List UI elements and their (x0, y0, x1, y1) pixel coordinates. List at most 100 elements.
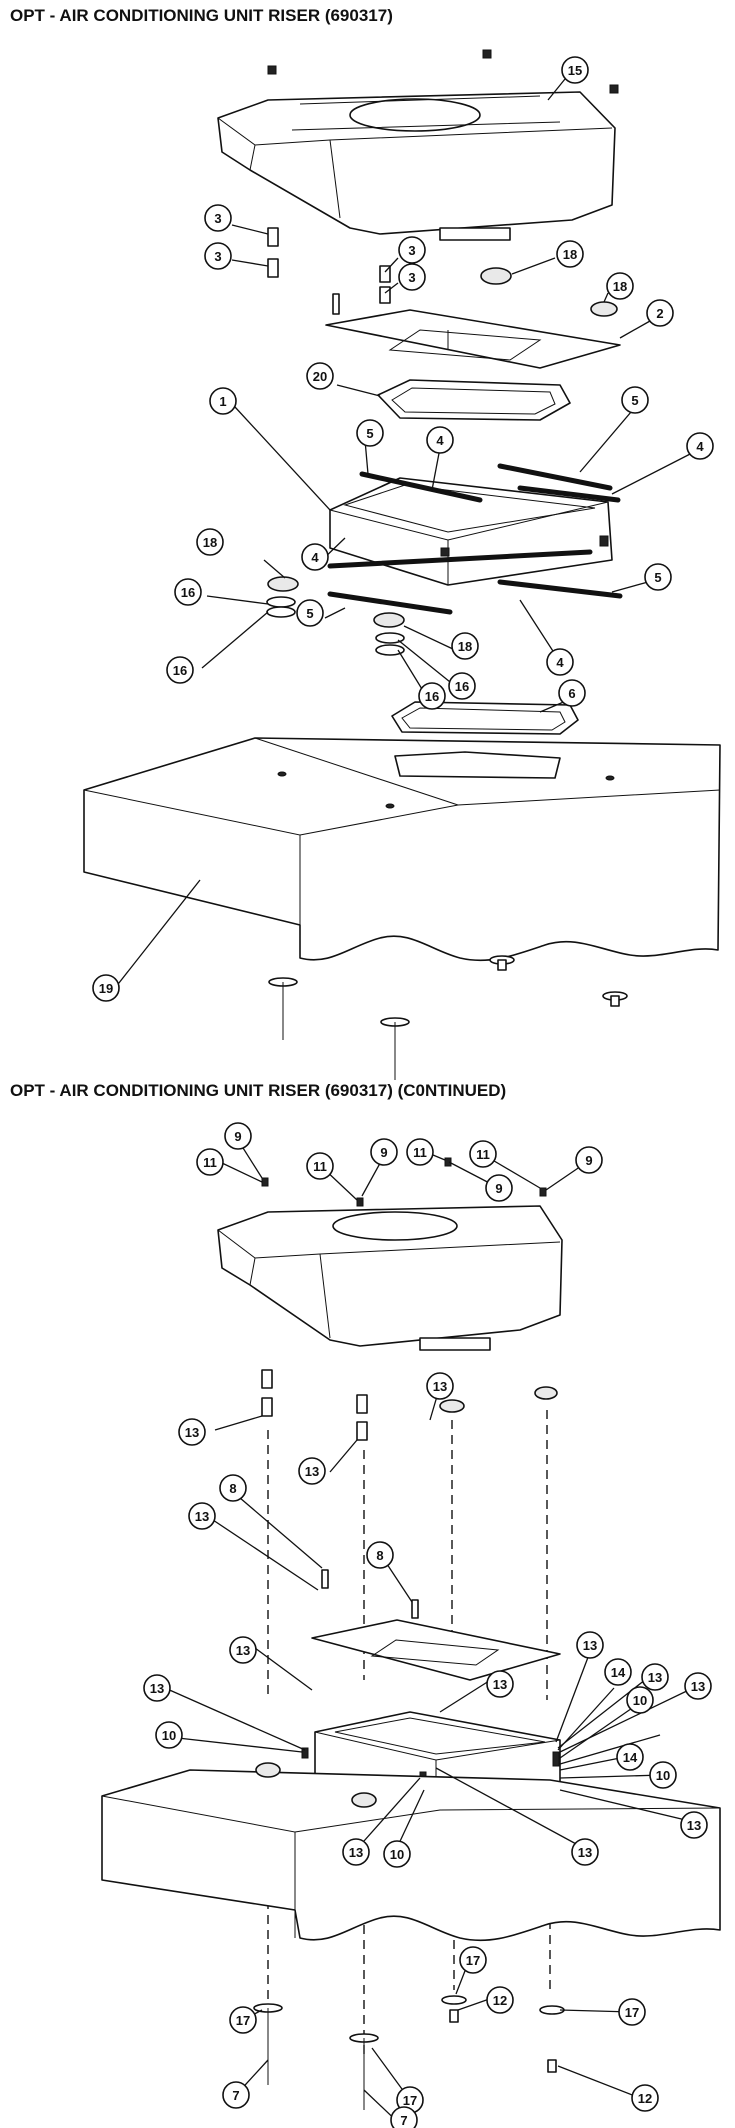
callout-label: 14 (623, 1750, 638, 1765)
callout-label: 11 (476, 1147, 490, 1162)
callout-13: 13 (426, 1372, 454, 1400)
callout-9: 9 (485, 1174, 513, 1202)
callout-label: 5 (654, 570, 661, 585)
callout-13: 13 (178, 1418, 206, 1446)
callout-3: 3 (398, 263, 426, 291)
callout-label: 4 (311, 550, 319, 565)
callout-label: 4 (696, 439, 704, 454)
page-title-bottom: OPT - AIR CONDITIONING UNIT RISER (69031… (10, 1081, 507, 1100)
gaskets (327, 463, 623, 615)
callout-13: 13 (571, 1838, 599, 1866)
ac-unit-bottom (217, 1205, 563, 1351)
callout-11: 11 (196, 1148, 224, 1176)
callout-18: 18 (196, 528, 224, 556)
callout-4: 4 (426, 426, 454, 454)
callout-17: 17 (229, 2006, 257, 2034)
callout-5: 5 (296, 599, 324, 627)
page-title-top: OPT - AIR CONDITIONING UNIT RISER (69031… (10, 6, 393, 25)
callouts-bottom: 9 11 11 9 11 9 11 9 13 13 13 8 13 8 13 13 13 13 14 13 10 10 13… (143, 1122, 712, 2128)
riser-plate-bottom (311, 1569, 561, 1681)
callout-label: 8 (376, 1548, 383, 1563)
feet-washers (266, 576, 405, 656)
callout-label: 1 (219, 394, 226, 409)
bolt-heads-top (267, 49, 619, 94)
callout-label: 5 (306, 606, 313, 621)
callout-3: 3 (204, 242, 232, 270)
callout-2: 2 (646, 299, 674, 327)
callout-8: 8 (219, 1474, 247, 1502)
callout-label: 9 (380, 1145, 387, 1160)
callout-18: 18 (606, 272, 634, 300)
callout-9: 9 (224, 1122, 252, 1150)
riser-frame (329, 477, 613, 586)
callout-13: 13 (680, 1811, 708, 1839)
callout-label: 15 (568, 63, 582, 78)
callout-16: 16 (448, 672, 476, 700)
callout-label: 9 (234, 1129, 241, 1144)
callout-4: 4 (686, 432, 714, 460)
callout-label: 18 (613, 279, 627, 294)
mount-bolts-top (268, 955, 628, 1080)
callout-9: 9 (575, 1146, 603, 1174)
callout-13: 13 (486, 1670, 514, 1698)
callout-label: 5 (366, 426, 373, 441)
callout-5: 5 (644, 563, 672, 591)
callout-label: 11 (203, 1155, 217, 1170)
callout-label: 7 (232, 2088, 239, 2103)
callout-label: 3 (214, 249, 221, 264)
callout-3: 3 (204, 204, 232, 232)
callout-16: 16 (174, 578, 202, 606)
callout-17: 17 (459, 1946, 487, 1974)
callout-label: 16 (425, 689, 439, 704)
callout-label: 13 (349, 1845, 363, 1860)
callout-13: 13 (684, 1672, 712, 1700)
callout-label: 4 (436, 433, 444, 448)
callout-label: 17 (236, 2013, 250, 2028)
vehicle-roof-bottom (101, 1762, 721, 1942)
callout-label: 3 (214, 211, 221, 226)
callout-label: 3 (408, 243, 415, 258)
callout-10: 10 (626, 1686, 654, 1714)
callout-label: 16 (173, 663, 187, 678)
callout-4: 4 (546, 648, 574, 676)
callout-13: 13 (188, 1502, 216, 1530)
callout-label: 13 (195, 1509, 209, 1524)
callout-label: 19 (99, 981, 113, 996)
callout-label: 12 (493, 1993, 507, 2008)
riser-plate (325, 309, 621, 369)
spacer-parts (267, 227, 618, 317)
callout-16: 16 (418, 682, 446, 710)
callout-label: 6 (568, 686, 575, 701)
roof-gasket (391, 701, 579, 735)
callout-19: 19 (92, 974, 120, 1002)
callout-10: 10 (649, 1761, 677, 1789)
ac-unit-top (217, 91, 616, 241)
callout-label: 13 (236, 1643, 250, 1658)
callout-label: 17 (466, 1953, 480, 1968)
callout-label: 7 (400, 2113, 407, 2128)
callout-13: 13 (143, 1674, 171, 1702)
callout-13: 13 (576, 1631, 604, 1659)
callout-label: 18 (458, 639, 472, 654)
callout-label: 10 (390, 1847, 404, 1862)
callout-1: 1 (209, 387, 237, 415)
callout-3: 3 (398, 236, 426, 264)
callout-label: 13 (493, 1677, 507, 1692)
callout-label: 13 (305, 1464, 319, 1479)
callout-label: 10 (656, 1768, 670, 1783)
callout-label: 5 (631, 393, 638, 408)
callout-10: 10 (155, 1721, 183, 1749)
callout-14: 14 (616, 1743, 644, 1771)
callout-5: 5 (356, 419, 384, 447)
callout-8: 8 (366, 1541, 394, 1569)
callout-label: 13 (185, 1425, 199, 1440)
callout-11: 11 (306, 1152, 334, 1180)
callout-label: 13 (691, 1679, 705, 1694)
callout-label: 13 (687, 1818, 701, 1833)
callout-4: 4 (301, 543, 329, 571)
callout-label: 4 (556, 655, 564, 670)
callout-label: 16 (455, 679, 469, 694)
callout-12: 12 (631, 2084, 659, 2112)
callout-label: 11 (413, 1145, 427, 1160)
